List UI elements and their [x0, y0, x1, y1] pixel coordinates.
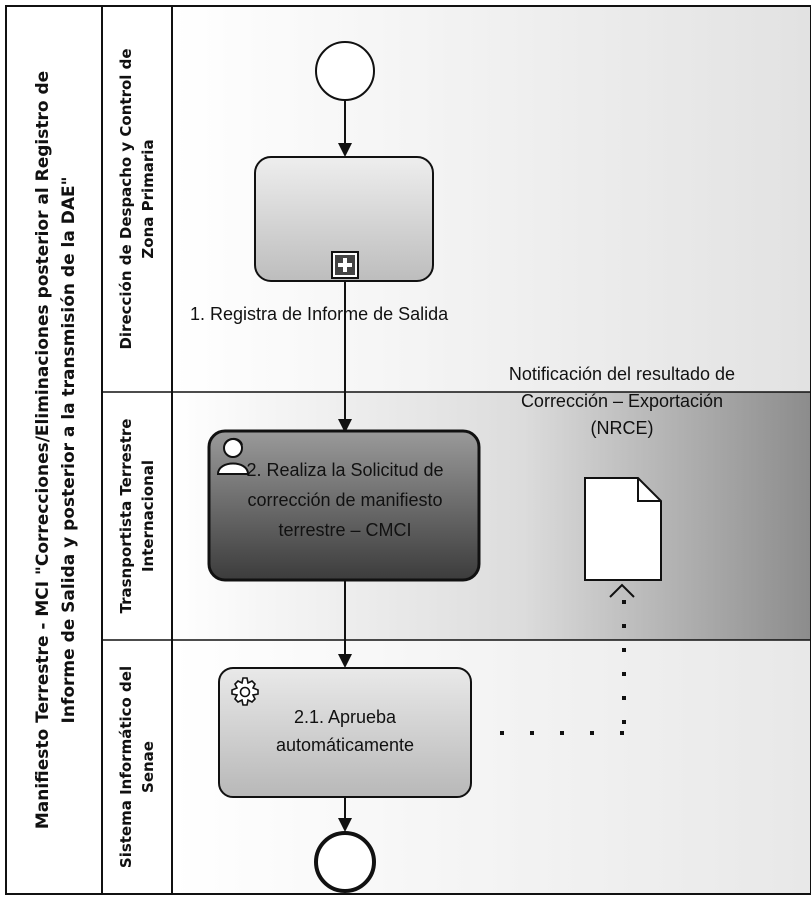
pool-title: Manifiesto Terrestre - MCI "Correcciones… [33, 71, 79, 829]
data-object-label-line-2: Corrección – Exportación [521, 391, 723, 411]
gear-icon [231, 677, 259, 706]
lane-1-label: Dirección de Despacho y Control de Zona … [117, 48, 157, 349]
task-1[interactable] [254, 156, 434, 282]
lane-3-label-line-1: Sistema Informático del [117, 666, 135, 868]
user-icon [216, 437, 250, 475]
data-object-label-line-3: (NRCE) [591, 418, 654, 438]
task-3[interactable]: 2.1. Aprueba automáticamente [218, 667, 472, 798]
pool-title-line-2: Informe de Salida y posterior a la trans… [59, 177, 79, 724]
task-3-label-line-2: automáticamente [276, 735, 414, 755]
subprocess-plus-icon [331, 251, 359, 279]
lane-3-label: Sistema Informático del Senae [117, 666, 157, 868]
lane-2-label-line-2: Internacional [139, 460, 157, 572]
lane-1-label-line-2: Zona Primaria [139, 139, 157, 258]
data-object-label-line-1: Notificación del resultado de [509, 364, 735, 384]
task-2[interactable]: 2. Realiza la Solicitud de corrección de… [207, 429, 481, 582]
end-event[interactable] [314, 831, 376, 893]
task-2-label-line-3: terrestre – CMCI [278, 520, 411, 540]
lane-2-label: Trasnportista Terrestre Internacional [117, 419, 157, 614]
pool-border [5, 5, 811, 895]
pool-title-line-1: Manifiesto Terrestre - MCI "Correcciones… [33, 71, 53, 829]
task-2-label-line-1: 2. Realiza la Solicitud de [246, 460, 443, 480]
task-1-label: 1. Registra de Informe de Salida [190, 304, 449, 324]
lane-2-label-line-1: Trasnportista Terrestre [117, 419, 135, 614]
task-3-label-line-1: 2.1. Aprueba [294, 707, 397, 727]
document-icon [584, 477, 662, 581]
lane-1-label-line-1: Dirección de Despacho y Control de [117, 48, 135, 349]
start-event[interactable] [315, 41, 375, 101]
lane-3-label-line-2: Senae [139, 741, 157, 793]
data-object[interactable] [584, 477, 662, 581]
data-association [494, 583, 635, 735]
task-2-label-line-2: corrección de manifiesto [247, 490, 442, 510]
